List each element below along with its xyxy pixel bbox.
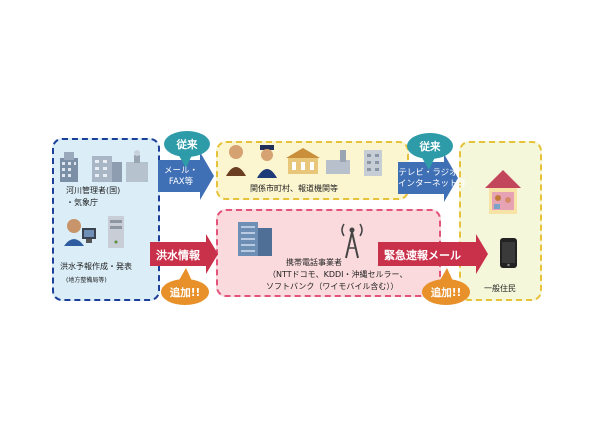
carrier-line-2: ソフトバンク（ワイモバイル含む）） bbox=[266, 282, 399, 291]
forecast-sub-label: (地方整備局等) bbox=[66, 277, 107, 284]
tv-radio-label-2: インターネット等 bbox=[398, 179, 467, 189]
government-building-icon bbox=[60, 152, 78, 182]
emergency-mail-label: 緊急速報メール bbox=[384, 249, 461, 262]
mail-fax-label-2: FAX等 bbox=[168, 177, 194, 187]
police-officer-icon bbox=[257, 145, 277, 178]
server-tower-icon bbox=[108, 216, 124, 248]
tv-radio-label-1: テレビ・ラジオ bbox=[398, 168, 458, 178]
river-manager-label: 河川管理者(国) bbox=[66, 186, 121, 195]
mail-fax-arrow bbox=[158, 152, 214, 200]
added-label-1: 追加!! bbox=[169, 287, 201, 299]
conventional-label-2: 従来 bbox=[419, 141, 441, 153]
city-hall-icon bbox=[286, 148, 320, 174]
added-bubble-1 bbox=[161, 268, 209, 305]
forecast-label: 洪水予報作成・発表 bbox=[60, 262, 132, 271]
tv-radio-arrow bbox=[398, 154, 458, 202]
mobile-phone-icon bbox=[500, 238, 517, 268]
weather-agency-icon bbox=[126, 150, 148, 182]
carrier-title: 携帯電話事業者 bbox=[286, 258, 342, 267]
added-bubble-2 bbox=[422, 268, 470, 305]
resident-box bbox=[459, 141, 542, 301]
antenna-tower-icon bbox=[341, 223, 363, 259]
flood-info-label: 洪水情報 bbox=[156, 249, 200, 262]
carrier-building-icon bbox=[238, 222, 272, 256]
emergency-mail-arrow bbox=[378, 234, 488, 274]
official-person-icon bbox=[226, 145, 246, 176]
conventional-label-1: 従来 bbox=[176, 139, 198, 151]
added-label-2: 追加!! bbox=[430, 287, 462, 299]
conventional-bubble-1 bbox=[164, 131, 210, 168]
person-at-computer-icon bbox=[64, 219, 96, 246]
carrier-line-1: （NTTドコモ、KDDI・沖縄セルラー、 bbox=[268, 270, 408, 279]
broadcast-building-icon bbox=[364, 150, 382, 176]
factory-icon bbox=[326, 150, 350, 174]
conventional-bubble-2 bbox=[407, 133, 453, 170]
flood-info-arrow bbox=[150, 234, 218, 274]
mail-fax-label-1: メール・ bbox=[163, 166, 198, 176]
weather-agency-label: ・気象庁 bbox=[66, 198, 98, 207]
municipal-label: 関係市町村、報道機関等 bbox=[250, 184, 338, 193]
resident-label: 一般住民 bbox=[484, 284, 516, 293]
house-icon bbox=[485, 170, 521, 214]
office-building-icon bbox=[92, 156, 122, 182]
